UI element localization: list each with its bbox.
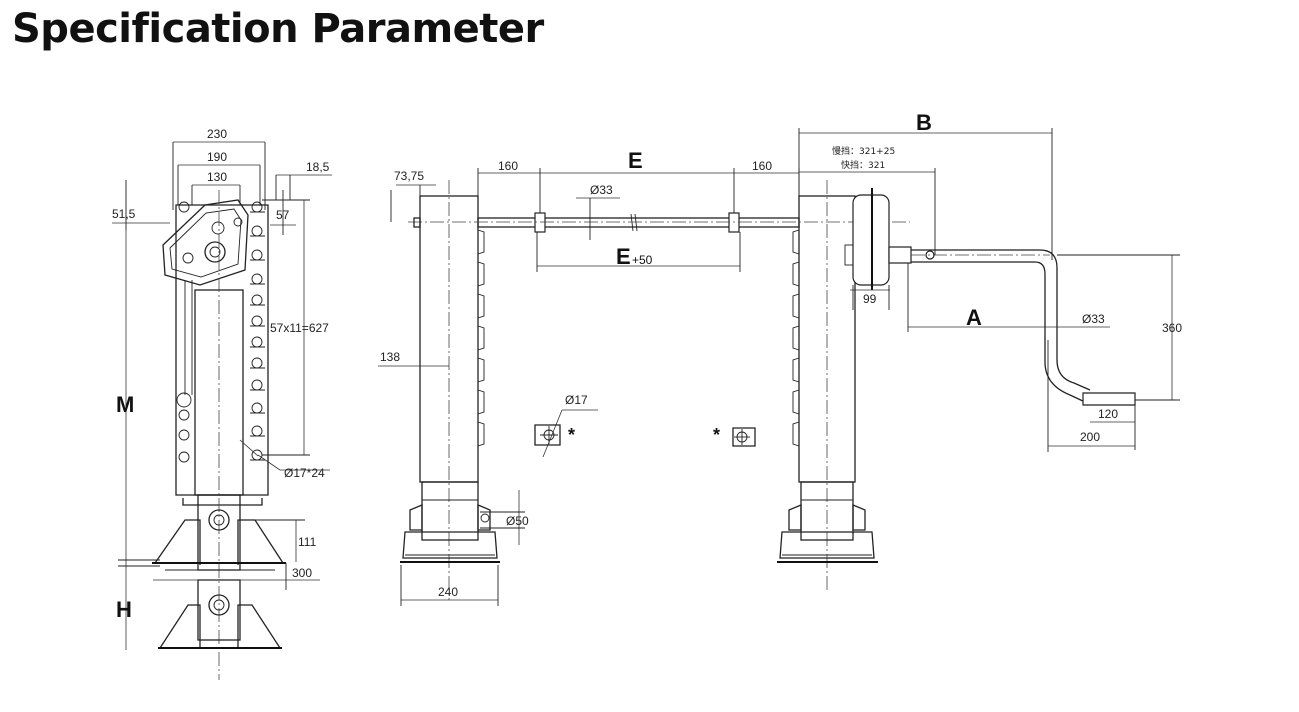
label-B: B [916,110,932,135]
note-fast-gear: 快挡：321 [841,159,885,171]
dim-130: 130 [207,170,227,184]
side-view: 230 190 130 18,5 51,5 57 [112,127,332,680]
dim-51-5: 51,5 [112,207,136,221]
label-E: E [628,148,643,173]
dim-111: 111 [298,535,317,549]
dim-120: 120 [1098,407,1118,421]
dim-360: 360 [1162,321,1182,335]
label-A: A [966,305,982,330]
dim-73-75: 73,75 [394,169,424,183]
star-right: * [713,425,720,445]
dim-d33-shaft: Ø33 [590,183,613,197]
dim-300: 300 [292,566,312,580]
dim-d50: Ø50 [506,514,529,528]
dim-138: 138 [380,350,400,364]
crank-view: B 慢挡：321+25 快挡：321 99 A Ø33 360 120 200 [798,110,1182,452]
dim-160-right: 160 [752,159,772,173]
label-H: H [116,597,132,622]
star-left: * [568,425,575,445]
dim-230: 230 [207,127,227,141]
dim-200: 200 [1080,430,1100,444]
dim-18-5: 18,5 [306,160,330,174]
label-E-plus-50: E [616,244,631,269]
dim-d17x24: Ø17*24 [284,466,325,480]
side-holes [176,201,263,463]
dim-57x11-627: 57x11=627 [270,321,329,335]
front-view: 73,75 160 E 160 Ø33 E +50 138 Ø17 * * [378,148,912,606]
dim-190: 190 [207,150,227,164]
dim-160-left: 160 [498,159,518,173]
dim-d33-crank: Ø33 [1082,312,1105,326]
note-slow-gear: 慢挡：321+25 [832,145,895,157]
dim-57: 57 [276,208,290,222]
label-E-plus-50-suffix: +50 [632,253,653,267]
page-title: Specification Parameter [12,6,544,52]
dim-99: 99 [863,292,877,306]
dim-240: 240 [438,585,458,599]
dim-d17: Ø17 [565,393,588,407]
label-M: M [116,392,134,417]
